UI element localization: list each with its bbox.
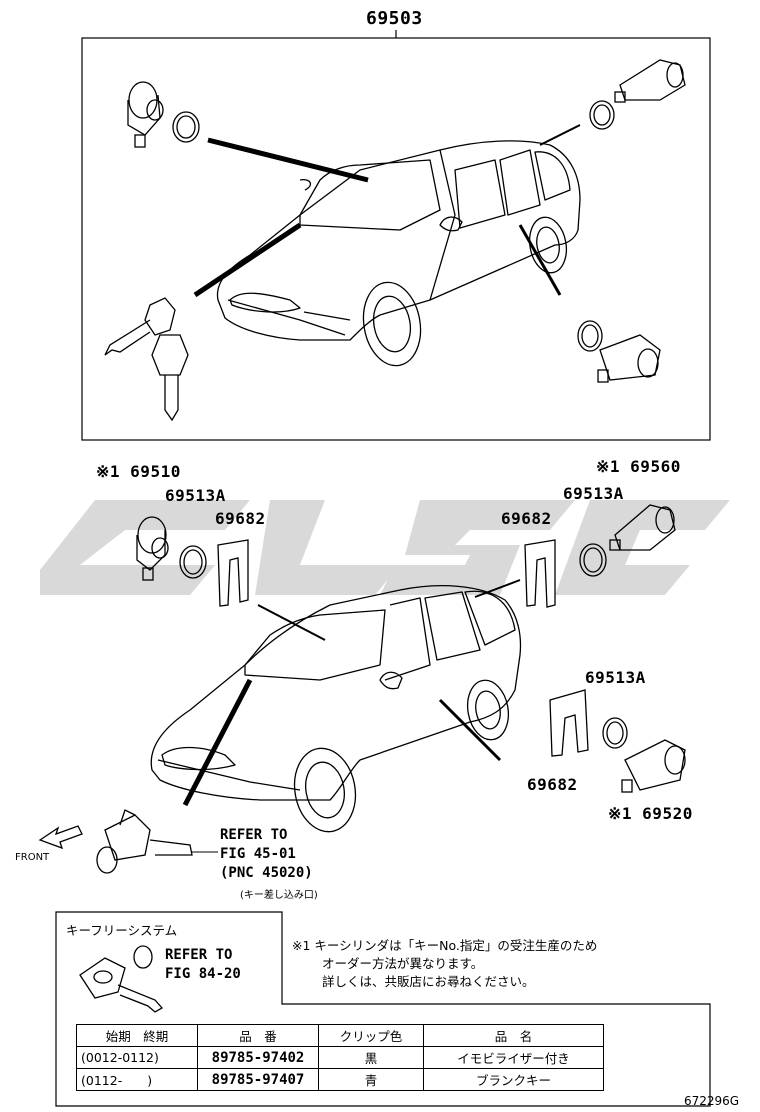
refer-ignition-line2[interactable]: FIG 45-01 — [220, 846, 296, 862]
header-clip-color: クリップ色 — [318, 1024, 424, 1047]
row-clip-color: 青 — [318, 1068, 424, 1091]
car-illustration-lower — [150, 585, 522, 833]
front-arrow-icon — [38, 825, 83, 850]
row-period: (0112- ) — [76, 1068, 198, 1091]
part-number-69520: ※1 69520 — [608, 804, 693, 823]
retainer-clip-69682-left — [217, 539, 249, 607]
footnote-line2: オーダー方法が異なります。 — [322, 956, 484, 971]
lock-cylinder-69520 — [621, 739, 686, 793]
lock-cylinder-69560 — [609, 504, 676, 551]
footnote-line3: 詳しくは、共販店にお尋ねください。 — [322, 974, 535, 989]
table-row: (0112- ) 89785-97407 青 ブランクキー — [76, 1068, 604, 1091]
part-number-69560: ※1 69560 — [596, 457, 681, 476]
figure-code: 672296G — [684, 1094, 740, 1108]
retainer-clip-69682-lower — [549, 689, 589, 757]
part-number-69682-lower: 69682 — [527, 775, 578, 794]
car-illustration-top — [216, 140, 581, 367]
row-clip-color: 黒 — [318, 1046, 424, 1069]
footnote-line1: ※1 キーシリンダは「キーNo.指定」の受注生産のため — [292, 938, 598, 953]
front-label: FRONT — [15, 852, 50, 863]
refer-ignition-note: (キー差し込み口) — [240, 890, 318, 901]
row-part-name: イモビライザー付き — [423, 1046, 604, 1069]
smart-key-icon — [79, 945, 164, 1013]
lock-cylinder-69510 — [136, 516, 169, 581]
part-number-69510: ※1 69510 — [96, 462, 181, 481]
row-part-number[interactable]: 89785-97402 — [197, 1046, 319, 1069]
refer-ignition-line1: REFER TO — [220, 827, 288, 843]
table-header-row: 始期 終期 品 番 クリップ色 品 名 — [76, 1024, 604, 1047]
retainer-clip-69682-right — [524, 539, 556, 608]
ignition-switch — [96, 809, 193, 874]
o-ring-69513a-left — [179, 545, 207, 579]
part-number-69503: 69503 — [366, 8, 423, 29]
header-part-name: 品 名 — [423, 1024, 604, 1047]
row-period: (0012-0112) — [76, 1046, 198, 1069]
part-number-69682-left: 69682 — [215, 509, 266, 528]
part-number-69513a-lower: 69513A — [585, 668, 646, 687]
refer-keyfree-line2[interactable]: FIG 84-20 — [165, 966, 241, 982]
header-part-number: 品 番 — [197, 1024, 319, 1047]
key-illustration — [104, 297, 189, 422]
row-part-name: ブランクキー — [423, 1068, 604, 1091]
part-number-69513a-right: 69513A — [563, 484, 624, 503]
header-period: 始期 終期 — [76, 1024, 198, 1047]
table-row: (0012-0112) 89785-97402 黒 イモビライザー付き — [76, 1046, 604, 1069]
blank-key-table: 始期 終期 品 番 クリップ色 品 名 (0012-0112) 89785-97… — [76, 1024, 604, 1091]
refer-keyfree-line1: REFER TO — [165, 947, 233, 963]
part-number-69513a-left: 69513A — [165, 486, 226, 505]
row-part-number[interactable]: 89785-97407 — [197, 1068, 319, 1091]
lock-cylinder-top-right — [589, 59, 686, 130]
watermark-logo — [40, 500, 730, 595]
refer-ignition-line3: (PNC 45020) — [220, 865, 313, 881]
keyfree-box-frame — [55, 911, 711, 1107]
o-ring-69513a-lower — [602, 717, 628, 749]
lock-cylinder-top-left — [127, 81, 200, 148]
part-number-69682-right: 69682 — [501, 509, 552, 528]
o-ring-69513a-right — [579, 543, 607, 577]
lock-cylinder-top-rear — [577, 320, 661, 383]
keyfree-title: キーフリーシステム — [66, 923, 178, 938]
